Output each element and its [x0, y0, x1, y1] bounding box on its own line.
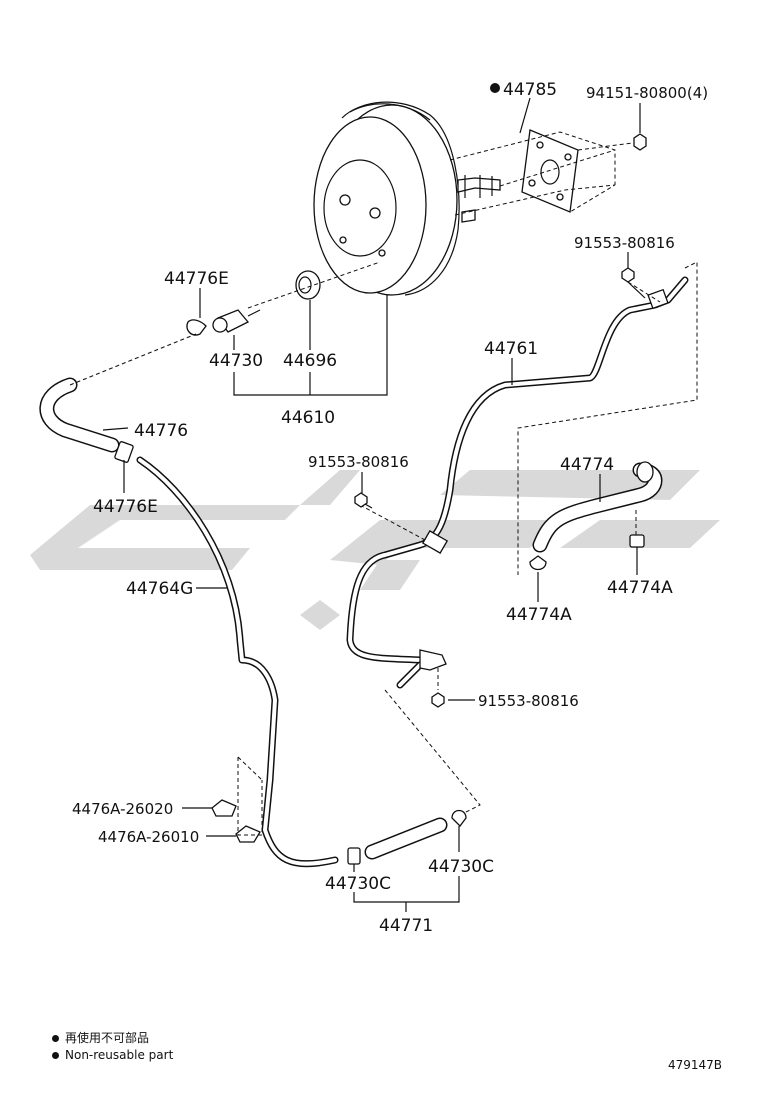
grommet-44696	[295, 270, 321, 300]
label-44774A-right: 44774A	[607, 578, 673, 598]
bolt-91553-top	[621, 267, 646, 299]
check-valve-44730	[212, 309, 261, 333]
hose-44771	[364, 817, 448, 860]
bolt-91553-mid	[354, 492, 373, 509]
label-44774: 44774	[560, 455, 614, 475]
label-44764G: 44764G	[126, 579, 193, 599]
clamp-4476A-26020	[211, 799, 237, 817]
label-44774A-left: 44774A	[506, 605, 572, 625]
label-44730C-left: 44730C	[325, 874, 391, 894]
clip-44776E-bottom	[114, 441, 134, 463]
clip-44776E-top	[186, 319, 207, 336]
pipe-44761	[346, 276, 689, 689]
label-91553-low: 91553-80816	[478, 692, 579, 710]
label-44730C-right: 44730C	[428, 857, 494, 877]
brake-booster	[313, 101, 501, 296]
legend-row-en: Non-reusable part	[52, 1047, 173, 1064]
label-4476A-26010: 4476A-26010	[98, 828, 199, 846]
non-reusable-dot-icon	[52, 1052, 59, 1059]
label-4476A-26020: 4476A-26020	[72, 800, 173, 818]
hose-44776	[39, 377, 120, 453]
label-44761: 44761	[484, 339, 538, 359]
leader-lines	[102, 83, 641, 912]
clip-44730C-right	[451, 809, 467, 827]
legend-text-en: Non-reusable part	[65, 1048, 174, 1062]
part-labels: 44785 94151-80800(4) 91553-80816 44776E …	[72, 80, 708, 936]
label-94151: 94151-80800(4)	[586, 84, 708, 102]
legend: 再使用不可部品 Non-reusable part	[52, 1030, 173, 1064]
gasket-44785	[521, 129, 579, 213]
nut-94151	[633, 133, 647, 151]
diagram-code: 479147B	[668, 1058, 723, 1072]
bolt-91553-low	[431, 692, 445, 708]
hose-44774	[532, 461, 663, 553]
non-reusable-dot-icon	[52, 1035, 59, 1042]
clip-44730C-left	[347, 847, 361, 865]
clip-44774A-left	[529, 555, 547, 571]
legend-text-jp: 再使用不可部品	[65, 1031, 150, 1045]
label-44730: 44730	[209, 351, 263, 371]
pipe-44764G	[136, 456, 339, 868]
label-44696: 44696	[283, 351, 337, 371]
legend-row-jp: 再使用不可部品	[52, 1030, 173, 1047]
label-44776E-top: 44776E	[164, 269, 229, 289]
label-44610: 44610	[281, 408, 335, 428]
label-91553-top: 91553-80816	[574, 234, 675, 252]
label-44785: 44785	[503, 80, 557, 100]
label-44771: 44771	[379, 916, 433, 936]
label-91553-mid: 91553-80816	[308, 453, 409, 471]
label-44776E-bottom: 44776E	[93, 497, 158, 517]
label-44776: 44776	[134, 421, 188, 441]
clip-44774A-right	[629, 534, 645, 548]
clamp-4476A-26010	[235, 825, 261, 843]
